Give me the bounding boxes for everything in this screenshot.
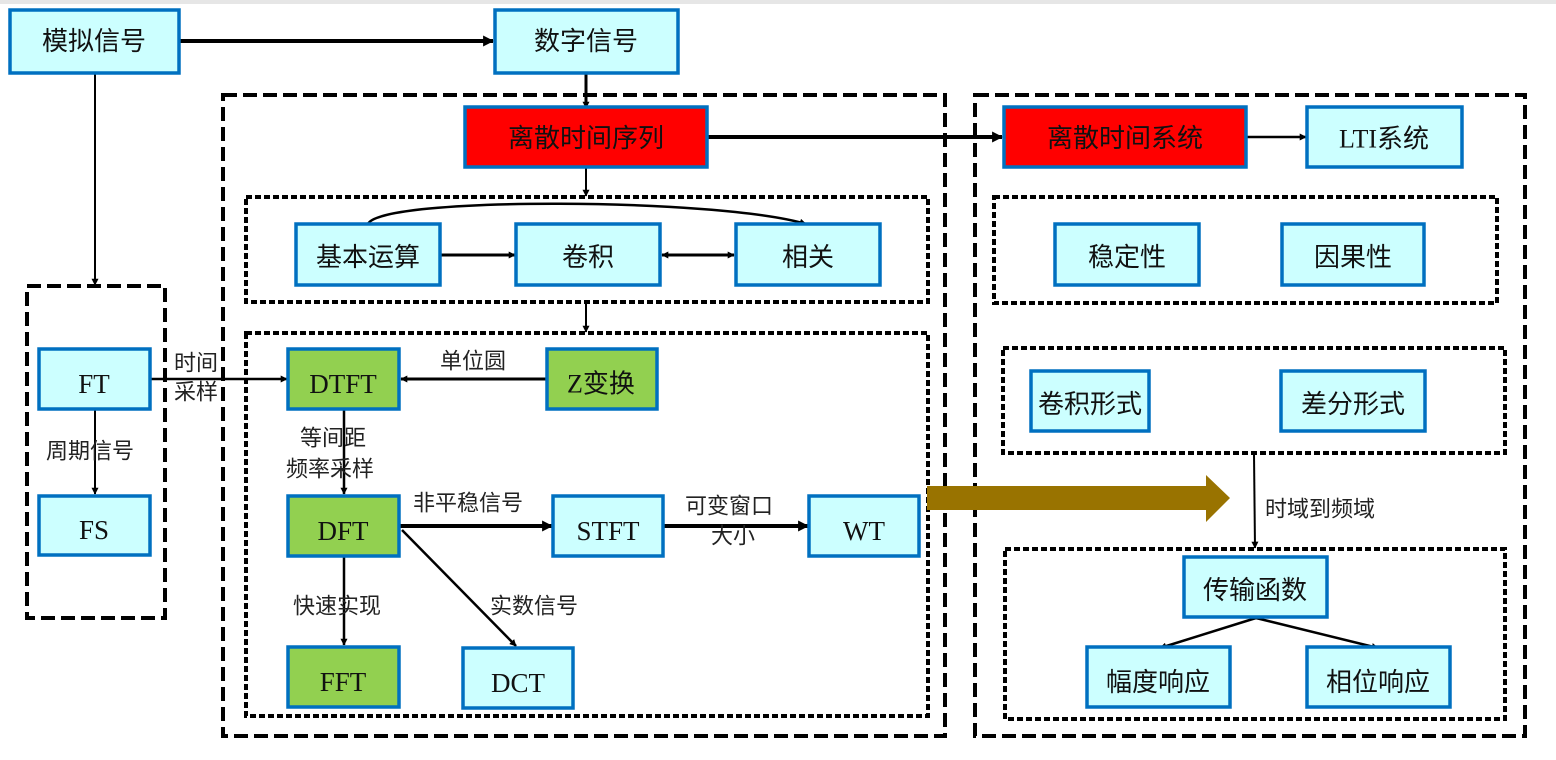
node-fft[interactable]: FFT [286, 645, 401, 709]
node-stft[interactable]: STFT [551, 494, 665, 558]
node-magnitude-response[interactable]: 幅度响应 [1085, 645, 1232, 709]
big-arrow-icon [927, 475, 1230, 522]
node-stability[interactable]: 稳定性 [1053, 222, 1201, 287]
node-causality[interactable]: 因果性 [1280, 222, 1426, 287]
node-label: 相位响应 [1326, 668, 1430, 698]
node-label: 离散时间序列 [508, 124, 664, 154]
node-wt[interactable]: WT [807, 494, 921, 558]
node-label: Z变换 [567, 370, 635, 399]
node-discrete-time-system[interactable]: 离散时间系统 [1002, 105, 1248, 169]
node-correlation[interactable]: 相关 [734, 222, 882, 287]
node-dtft[interactable]: DTFT [286, 347, 401, 411]
edges [91, 35, 1379, 650]
edge-label-periodic-signal: 周期信号 [46, 440, 134, 465]
edge-label-window-size: 大小 [711, 525, 755, 550]
node-lti-system[interactable]: LTI系统 [1305, 105, 1464, 169]
node-basic-operations[interactable]: 基本运算 [294, 222, 442, 287]
node-label: 卷积 [562, 243, 614, 273]
frequency-group [1003, 547, 1507, 721]
node-difference-form[interactable]: 差分形式 [1279, 369, 1427, 433]
node-dct[interactable]: DCT [461, 646, 575, 710]
node-fs[interactable]: FS [37, 494, 152, 557]
operations-group [244, 195, 930, 304]
transforms-group [244, 331, 930, 718]
forms-group [1001, 346, 1507, 455]
edge-dft-to-dct [401, 529, 517, 647]
node-label: 因果性 [1314, 243, 1392, 273]
node-transfer-function[interactable]: 传输函数 [1182, 555, 1329, 619]
node-analog-signal[interactable]: 模拟信号 [8, 8, 181, 75]
node-label: 模拟信号 [42, 27, 146, 57]
system-group [973, 93, 1527, 738]
node-label: 稳定性 [1088, 243, 1166, 273]
node-label: 离散时间系统 [1047, 124, 1203, 154]
node-dft[interactable]: DFT [286, 494, 401, 558]
node-label: 幅度响应 [1106, 668, 1210, 698]
node-label: DTFT [309, 369, 377, 399]
node-label: 传输函数 [1203, 576, 1307, 606]
node-label: DFT [317, 516, 369, 546]
edge-label-equal-spacing: 等间距 [300, 427, 366, 452]
edge-label-nonstationary: 非平稳信号 [413, 492, 523, 517]
node-label: FS [79, 515, 109, 545]
properties-group [992, 195, 1499, 305]
sequence-group [221, 93, 947, 738]
node-z-transform[interactable]: Z变换 [545, 347, 659, 411]
node-convolution-form[interactable]: 卷积形式 [1029, 369, 1151, 433]
node-label: 相关 [782, 243, 834, 273]
continuous-group [25, 284, 167, 620]
node-label: FT [78, 369, 110, 399]
edge-basic-to-correlation [366, 202, 807, 226]
node-convolution[interactable]: 卷积 [514, 222, 662, 287]
node-label: 卷积形式 [1038, 390, 1142, 420]
node-label: 基本运算 [316, 243, 420, 273]
node-label: LTI系统 [1339, 125, 1429, 154]
node-label: FFT [320, 667, 367, 697]
node-label: DCT [491, 668, 546, 698]
edge-label-time-sampling: 采样 [174, 381, 218, 406]
node-label: WT [843, 516, 885, 546]
edge-label-unit-circle: 单位圆 [440, 350, 506, 375]
edge-transfer-to-phase [1255, 616, 1379, 650]
edge-label-real-signal: 实数信号 [490, 595, 578, 620]
node-phase-response[interactable]: 相位响应 [1305, 645, 1452, 709]
edge-label-variable-window: 可变窗口 [685, 495, 773, 520]
edge-label-time-sampling: 时间 [174, 352, 218, 377]
node-digital-signal[interactable]: 数字信号 [493, 8, 680, 75]
edge-transfer-to-magnitude [1159, 616, 1257, 650]
top-border [0, 0, 1556, 4]
edge-label-fast-implementation: 快速实现 [293, 595, 381, 620]
node-label: 差分形式 [1301, 390, 1405, 420]
edge-label-time-to-freq: 时域到频域 [1265, 498, 1375, 523]
node-discrete-time-sequence[interactable]: 离散时间序列 [463, 105, 709, 169]
node-label: STFT [576, 516, 640, 546]
edge-label-freq-sampling: 频率采样 [286, 458, 374, 483]
node-ft[interactable]: FT [37, 347, 152, 411]
edge-forms-to-frequency [1251, 453, 1259, 549]
node-label: 数字信号 [534, 27, 638, 57]
